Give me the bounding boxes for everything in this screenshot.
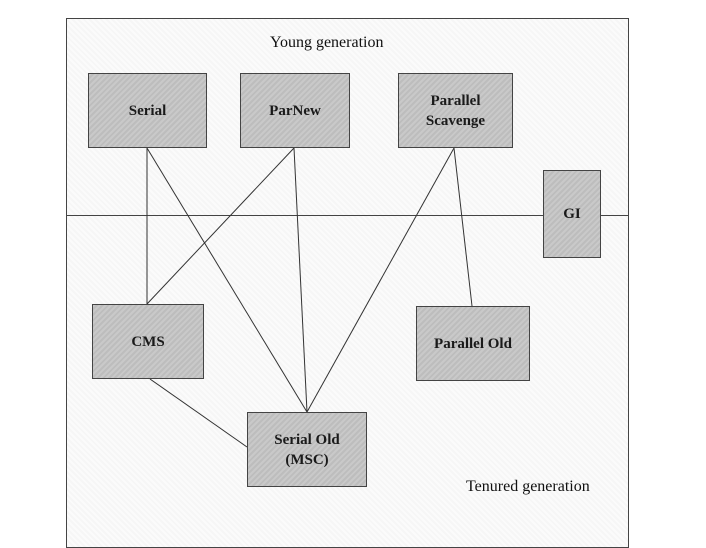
- cms-box: CMS: [92, 304, 204, 379]
- parnew-box: ParNew: [240, 73, 350, 148]
- collector-diagram: Young generation Tenured generation Seri…: [66, 18, 629, 548]
- link-parallel-scavenge-parallel-old: [453, 147, 473, 307]
- link-parnew-serial-old: [293, 147, 308, 413]
- link-parnew-cms: [146, 147, 295, 305]
- g1-box: GI: [543, 170, 601, 258]
- parallel-scavenge-box: Parallel Scavenge: [398, 73, 513, 148]
- tenured-generation-label: Tenured generation: [466, 478, 590, 495]
- generation-divider: [66, 215, 629, 216]
- link-cms-serial-old: [149, 378, 248, 448]
- serial-box: Serial: [88, 73, 207, 148]
- connection-lines: [146, 147, 473, 448]
- young-generation-label: Young generation: [270, 34, 384, 51]
- serial-old-box: Serial Old (MSC): [247, 412, 367, 487]
- link-serial-serial-old: [146, 147, 308, 413]
- link-parallel-scavenge-serial-old: [306, 147, 455, 413]
- parallel-old-box: Parallel Old: [416, 306, 530, 381]
